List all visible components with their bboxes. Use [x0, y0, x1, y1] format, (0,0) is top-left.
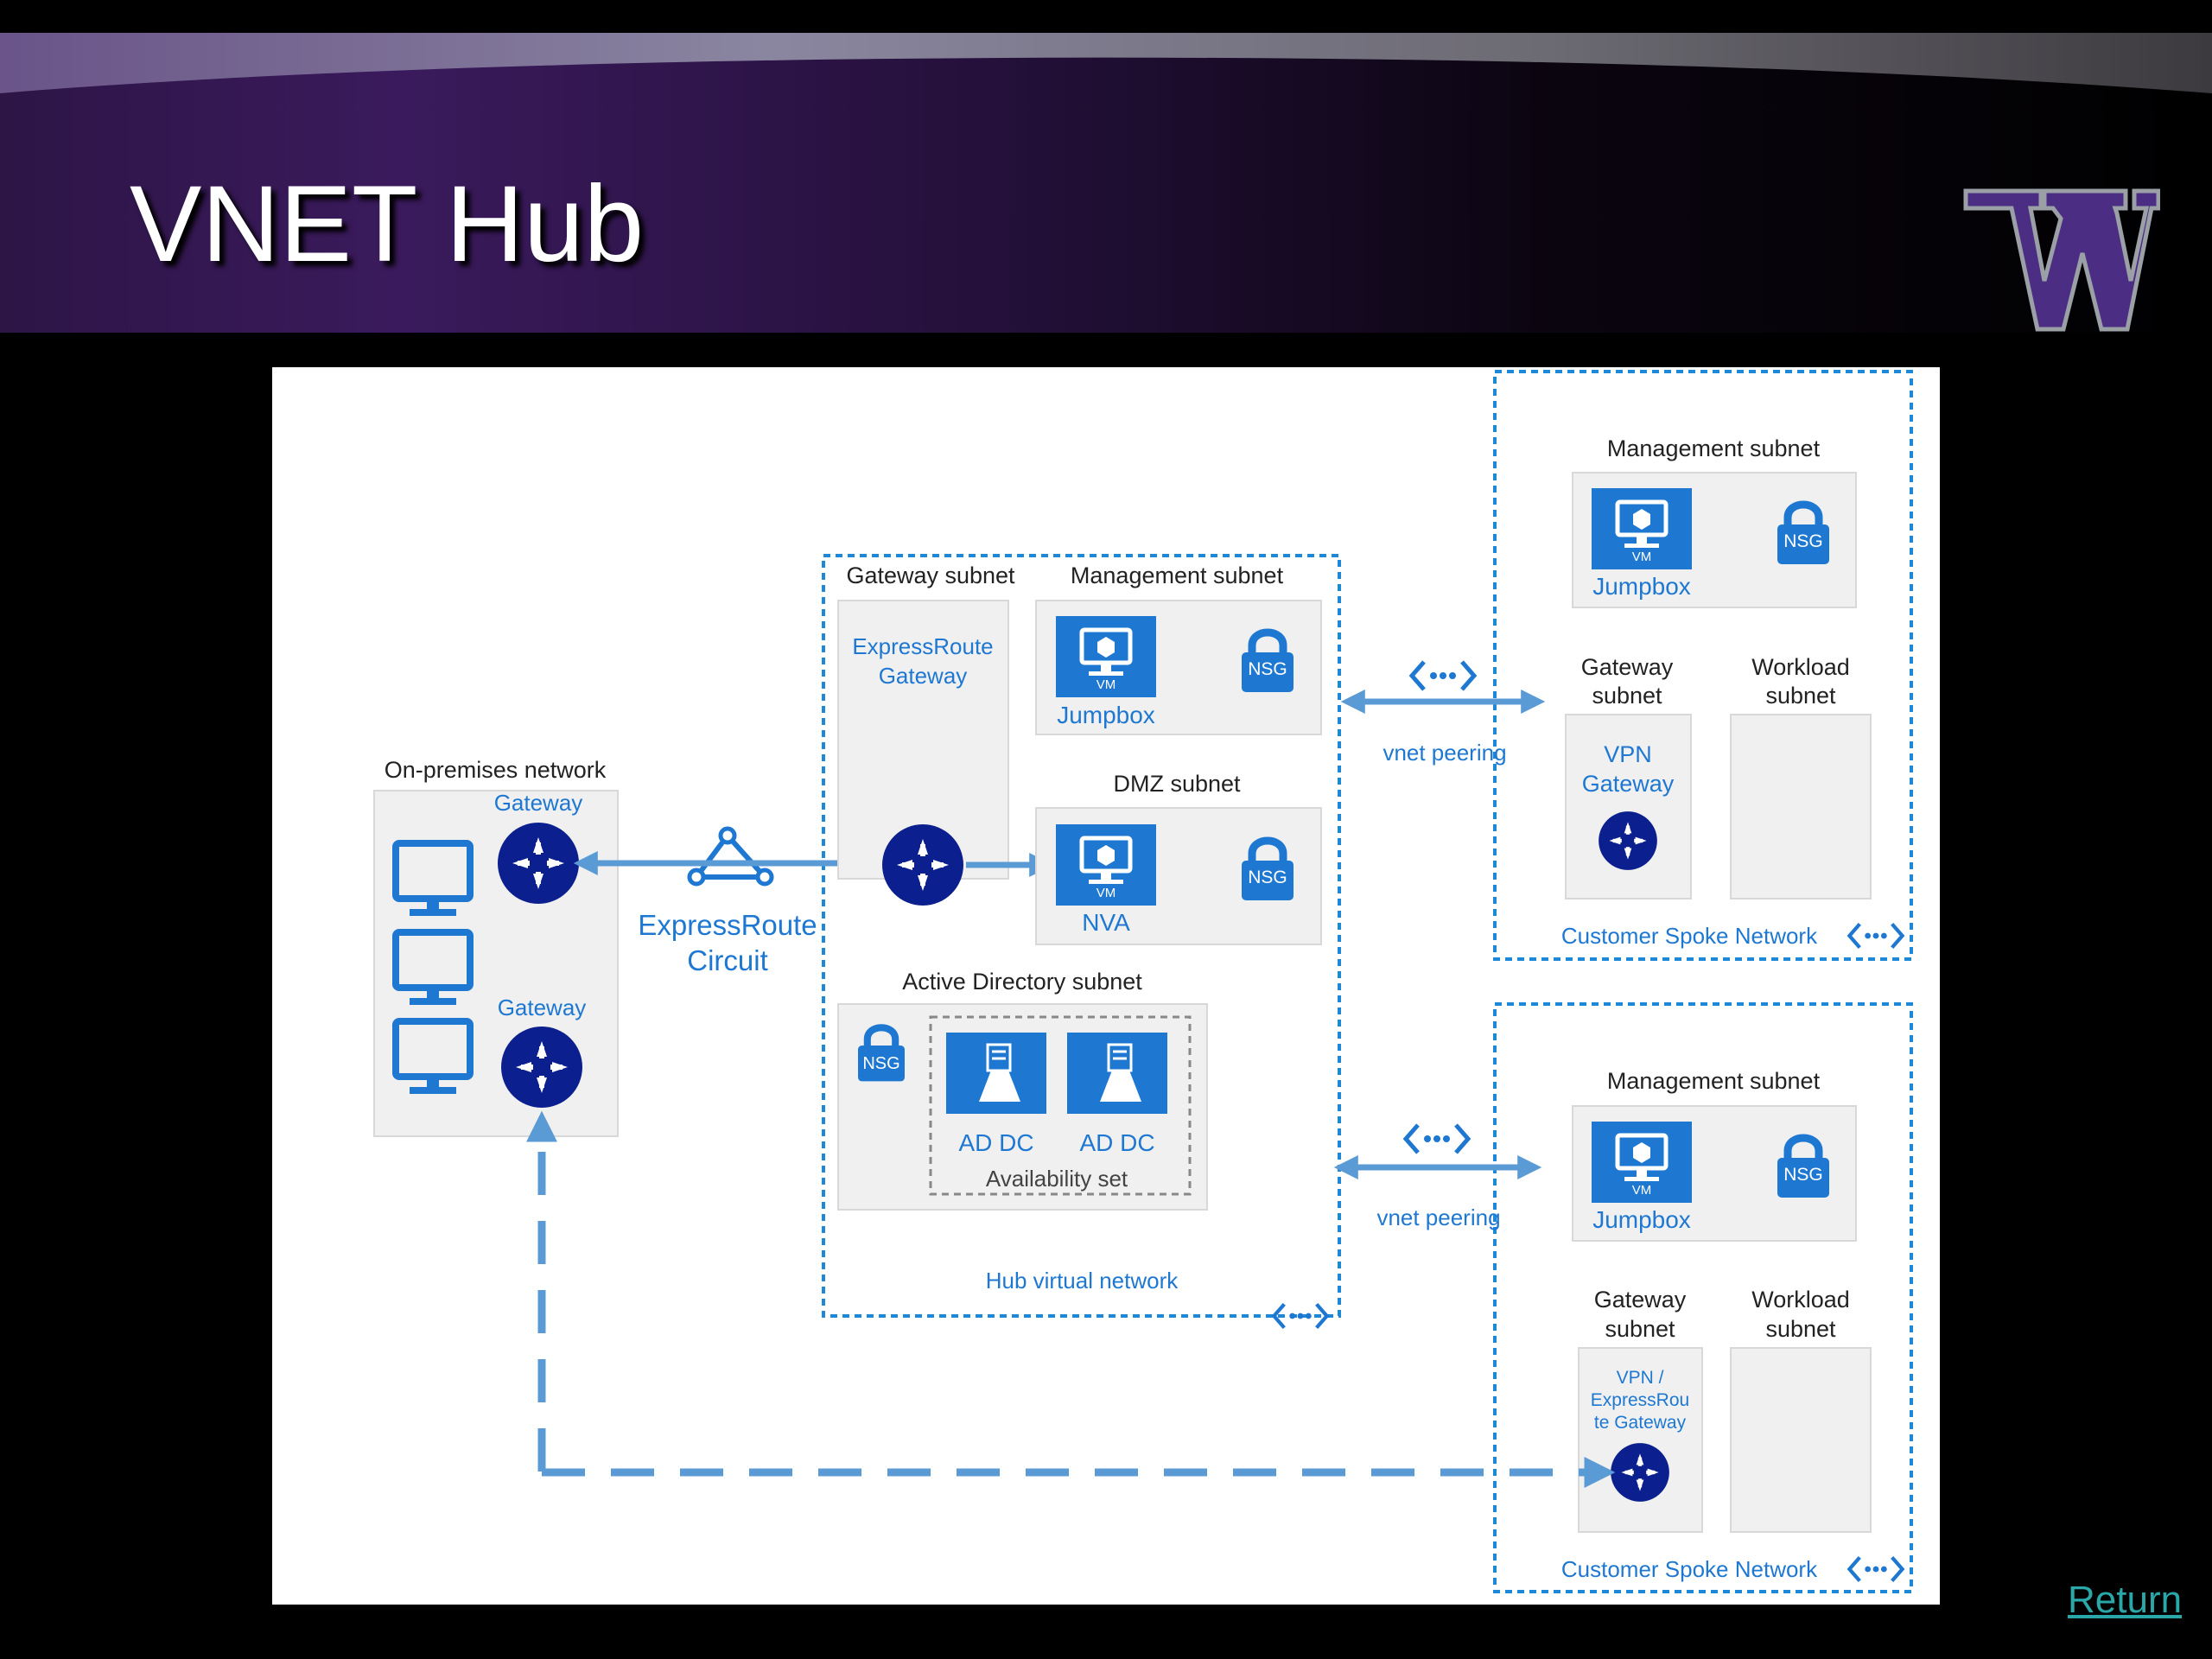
spoke1-gateway-subnet [1565, 714, 1692, 899]
expressroute-circuit-icon [687, 826, 774, 887]
spoke2-management-title: Management subnet [1607, 1068, 1821, 1094]
router-icon [1599, 811, 1657, 870]
hub-jumpbox-label: Jumpbox [1057, 702, 1155, 728]
spoke2-gateway-title-1: Gateway [1594, 1287, 1687, 1313]
header-sheen [0, 33, 2212, 93]
nva-label: NVA [1082, 909, 1130, 936]
spoke1-gateway-title-2: subnet [1592, 683, 1662, 709]
spoke2-gateway-title-2: subnet [1605, 1316, 1675, 1342]
spoke-1-boundary [1493, 370, 1913, 961]
circuit-label-1: ExpressRoute [638, 909, 817, 941]
router-icon [501, 1027, 582, 1108]
router-icon [882, 824, 963, 906]
vnet-peering-icon [1412, 662, 1474, 690]
vnet-peering-icon [1849, 1557, 1902, 1580]
vm-icon-label: VM [1096, 886, 1116, 900]
hub-vnet-boundary [822, 554, 1341, 1318]
peering-bottom-label: vnet peering [1376, 1205, 1500, 1230]
slide-header: VNET Hub [0, 33, 2212, 333]
spoke2-workload-title-1: Workload [1751, 1287, 1850, 1313]
spoke2-workload-title-2: subnet [1765, 1316, 1836, 1342]
spoke-2-boundary [1493, 1002, 1913, 1593]
spoke1-label: Customer Spoke Network [1561, 923, 1818, 949]
availability-set-label: Availability set [986, 1166, 1128, 1192]
vnet-peering-icon [1849, 924, 1902, 947]
circuit-label-2: Circuit [687, 944, 768, 976]
nsg-label: NSG [1248, 659, 1287, 679]
vm-icon-label: VM [1632, 1183, 1652, 1198]
vnet-peering-icon [1406, 1125, 1468, 1153]
spoke2-label: Customer Spoke Network [1561, 1556, 1818, 1582]
spoke1-workload-title-2: subnet [1765, 683, 1836, 709]
vpn-gateway-label-1: VPN [1604, 741, 1652, 767]
ad-dc-icon [1065, 1031, 1169, 1116]
slide-title: VNET Hub [130, 164, 645, 284]
router-icon [498, 823, 579, 904]
spoke1-workload-subnet [1730, 714, 1872, 899]
onprem-gateway-top-label: Gateway [494, 790, 583, 816]
vm-icon-label: VM [1632, 550, 1652, 564]
nsg-label: NSG [1783, 1165, 1823, 1185]
return-link[interactable]: Return [2068, 1579, 2183, 1621]
nsg-label: NSG [1248, 868, 1287, 887]
hub-vnet-label: Hub virtual network [986, 1268, 1179, 1294]
router-icon [1611, 1443, 1669, 1502]
vpn-er-gateway-label-2: ExpressRou [1591, 1390, 1689, 1410]
dmz-subnet-title: DMZ subnet [1113, 771, 1241, 797]
vpn-er-gateway-label-1: VPN / [1617, 1368, 1664, 1388]
expressroute-gateway-label-2: Gateway [879, 663, 968, 689]
expressroute-gateway-label-1: ExpressRoute [852, 633, 993, 659]
spoke1-management-title: Management subnet [1607, 435, 1821, 461]
onprem-title: On-premises network [385, 757, 607, 783]
spoke2-jumpbox-label: Jumpbox [1592, 1206, 1691, 1233]
hub-gateway-subnet-title: Gateway subnet [846, 563, 1015, 588]
hub-management-subnet-title: Management subnet [1071, 563, 1284, 588]
vm-icon-label: VM [1096, 677, 1116, 692]
spoke1-jumpbox-label: Jumpbox [1592, 573, 1691, 600]
university-w-logo [1963, 188, 2160, 332]
spoke2-workload-subnet [1730, 1347, 1872, 1533]
ad-dc-icon [944, 1031, 1048, 1116]
spoke1-gateway-title-1: Gateway [1581, 654, 1674, 680]
spoke1-workload-title-1: Workload [1751, 654, 1850, 680]
ad-subnet-title: Active Directory subnet [902, 969, 1142, 995]
nsg-label: NSG [1783, 531, 1823, 551]
ad-dc-label: AD DC [1079, 1129, 1154, 1156]
onprem-gateway-bottom-label: Gateway [498, 995, 587, 1020]
peering-top-label: vnet peering [1382, 740, 1506, 766]
nsg-label: NSG [862, 1054, 899, 1073]
vpn-gateway-label-2: Gateway [1582, 771, 1675, 797]
vpn-er-gateway-label-3: te Gateway [1594, 1413, 1687, 1433]
ad-dc-label: AD DC [958, 1129, 1033, 1156]
network-diagram: On-premises network Gateway Gateway Expr… [272, 367, 1940, 1605]
